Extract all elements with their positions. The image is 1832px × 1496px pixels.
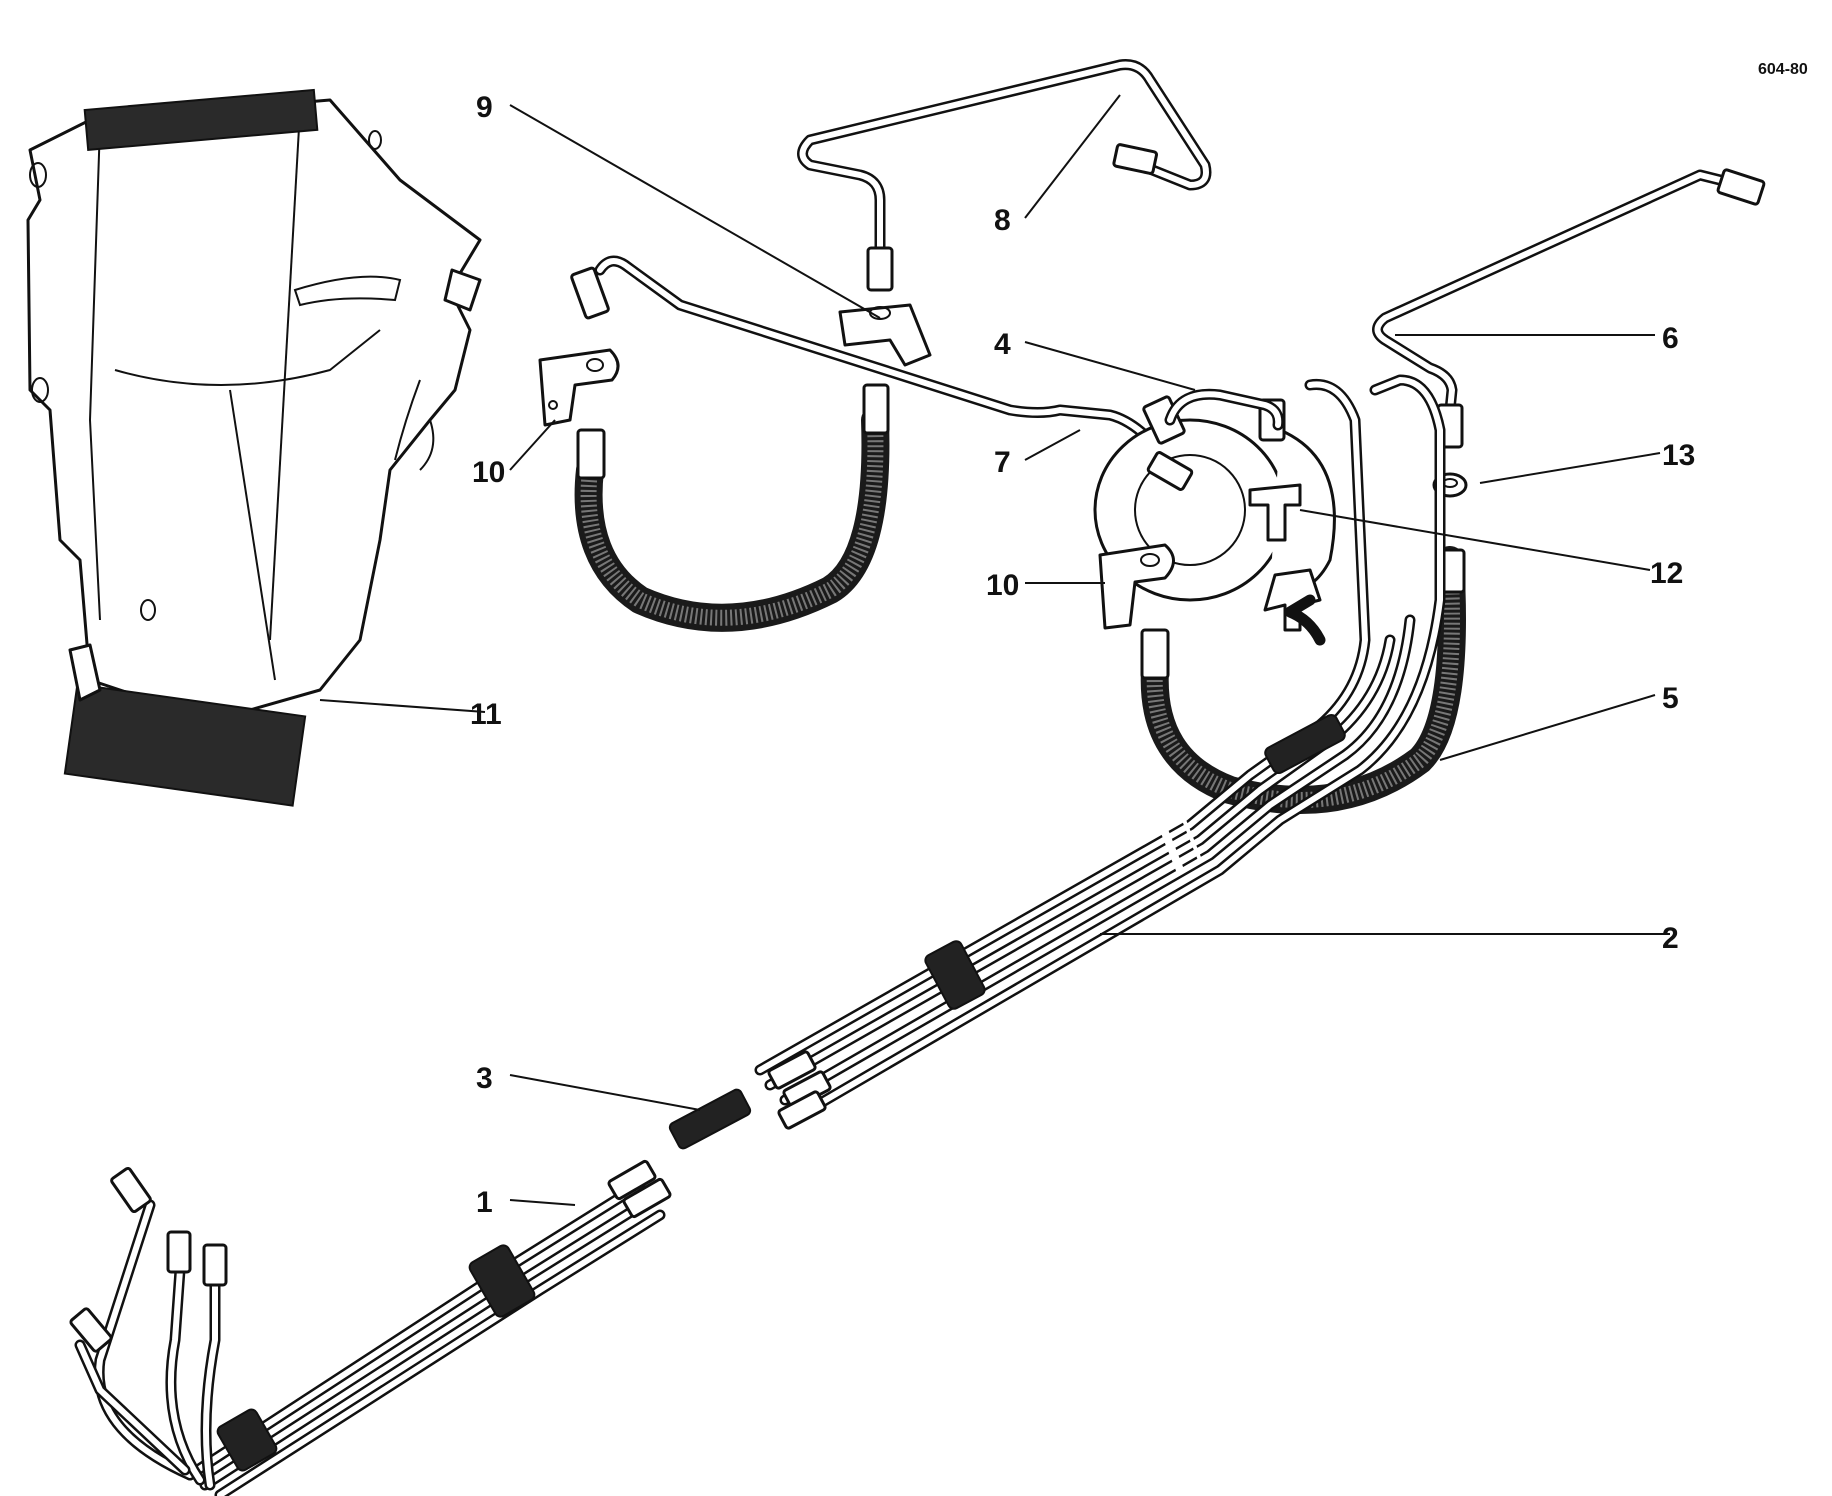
callout-10-upper: 10 (472, 456, 505, 489)
callout-10-lower: 10 (986, 569, 1019, 602)
callout-8: 8 (994, 204, 1011, 237)
reference-code: 604-80 (1758, 61, 1808, 78)
t-fitting (1248, 483, 1322, 632)
callout-11: 11 (470, 698, 502, 731)
brake-pipe-6 (1372, 168, 1766, 449)
callout-7: 7 (994, 446, 1011, 479)
flexible-brake-hose-lower (1140, 546, 1466, 814)
pipe-bundle-lower (69, 1159, 672, 1496)
connector-sleeve (668, 1088, 752, 1150)
flexible-brake-hose-upper (574, 383, 890, 632)
mounting-bracket-lower (1098, 543, 1175, 630)
callout-6: 6 (1662, 322, 1679, 355)
callout-2: 2 (1662, 922, 1679, 955)
callout-3: 3 (476, 1062, 493, 1095)
pipe-bundle-fittings (767, 1050, 832, 1130)
callout-5: 5 (1662, 682, 1679, 715)
pipe-bracket (838, 303, 932, 367)
leader-lines (319, 94, 1670, 1206)
brake-pipe-7 (570, 255, 1191, 486)
pipe-bundle-main (754, 374, 1446, 1121)
brake-pipe-4 (1164, 388, 1284, 431)
callout-1: 1 (476, 1186, 493, 1219)
mounting-bracket-upper (538, 348, 620, 427)
brake-pipe-8 (797, 59, 1212, 292)
callout-4: 4 (994, 328, 1011, 361)
heat-shield-cover (26, 88, 482, 807)
callout-13: 13 (1662, 439, 1695, 472)
callout-9: 9 (476, 91, 493, 124)
callout-12: 12 (1650, 557, 1683, 590)
